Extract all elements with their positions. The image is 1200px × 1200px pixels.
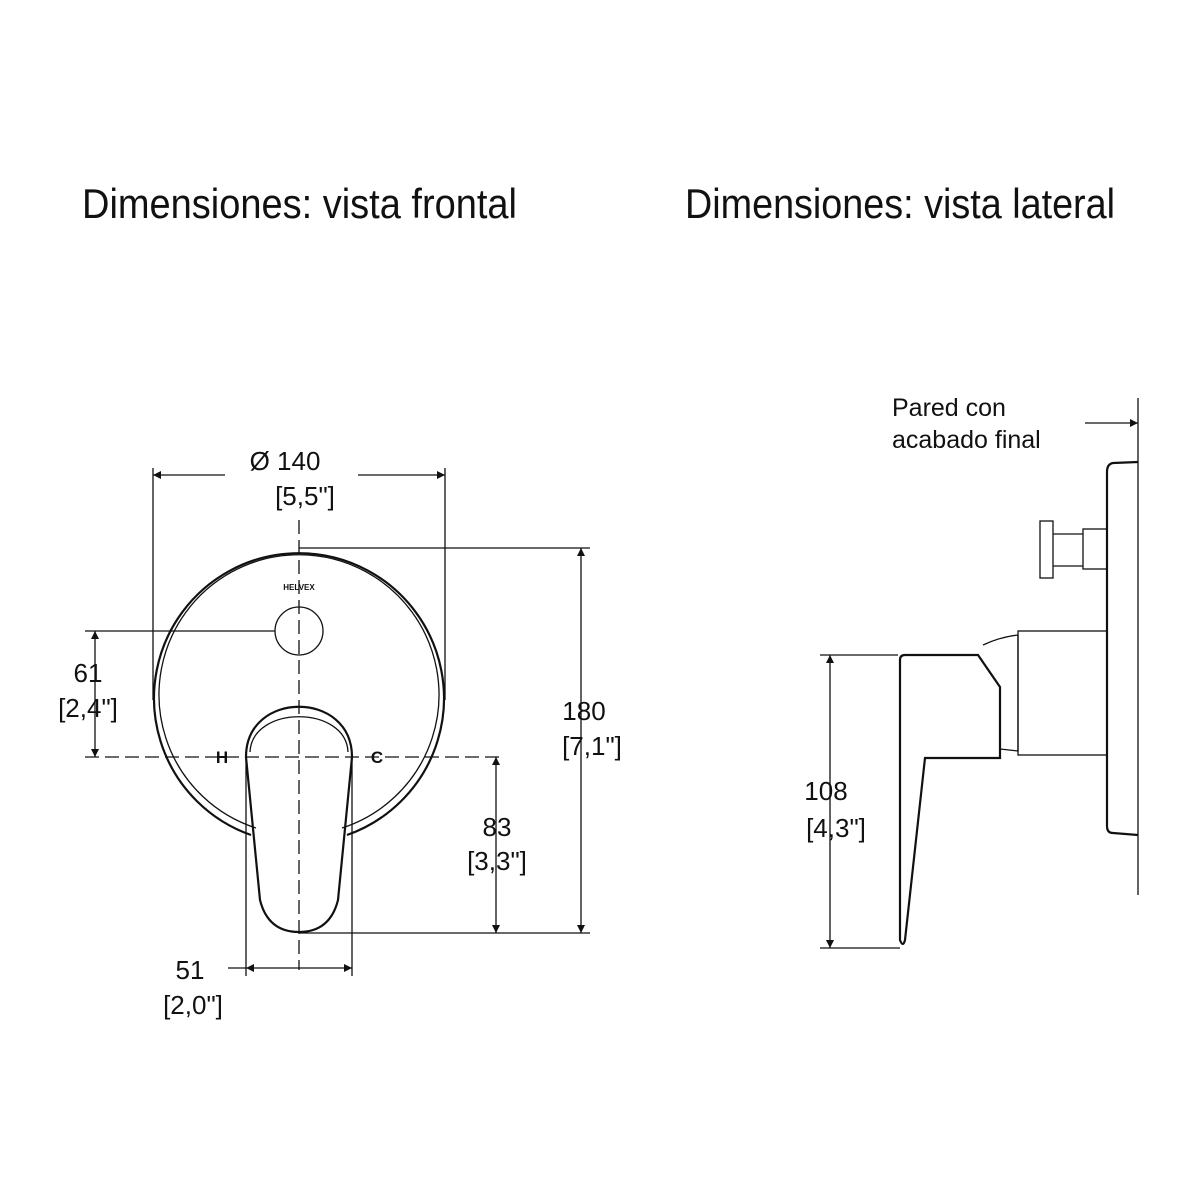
dim-lever-drop-mm: 83	[483, 812, 512, 842]
front-view: HELVEX H C Ø 140 [5,5"] 180 [7,1"] 61 [2…	[58, 446, 622, 1020]
lever-handle-edge	[249, 716, 349, 753]
dim-diameter-in: [5,5"]	[275, 481, 335, 511]
dim-lever-width-in: [2,0"]	[163, 990, 223, 1020]
hot-label: H	[216, 748, 228, 767]
front-view-title: Dimensiones: vista frontal	[82, 180, 517, 227]
wall-label-line2: acabado final	[892, 426, 1041, 454]
lever-handle	[244, 705, 354, 934]
dim-diameter-mm: Ø 140	[250, 446, 321, 476]
valve-body	[1017, 630, 1108, 756]
dim-button-offset-in: [2,4"]	[58, 693, 118, 723]
diverter-knob	[1039, 520, 1054, 579]
wall-label-line1: Pared con	[892, 394, 1006, 422]
dim-projection-mm: 108	[804, 776, 847, 806]
trim-plate-side	[1105, 460, 1139, 837]
dim-projection-in: [4,3"]	[806, 813, 866, 843]
side-view: Pared con acabado final 108 [4,3"]	[804, 394, 1139, 949]
side-view-title: Dimensiones: vista lateral	[685, 180, 1115, 227]
trim-plate-inner	[158, 554, 440, 829]
dim-button-offset-mm: 61	[74, 658, 103, 688]
dim-lever-width-mm: 51	[176, 955, 205, 985]
lever-side	[898, 653, 1002, 946]
dim-lever-drop-in: [3,3"]	[467, 846, 527, 876]
dim-height-in: [7,1"]	[562, 731, 622, 761]
dim-height-mm: 180	[562, 696, 605, 726]
